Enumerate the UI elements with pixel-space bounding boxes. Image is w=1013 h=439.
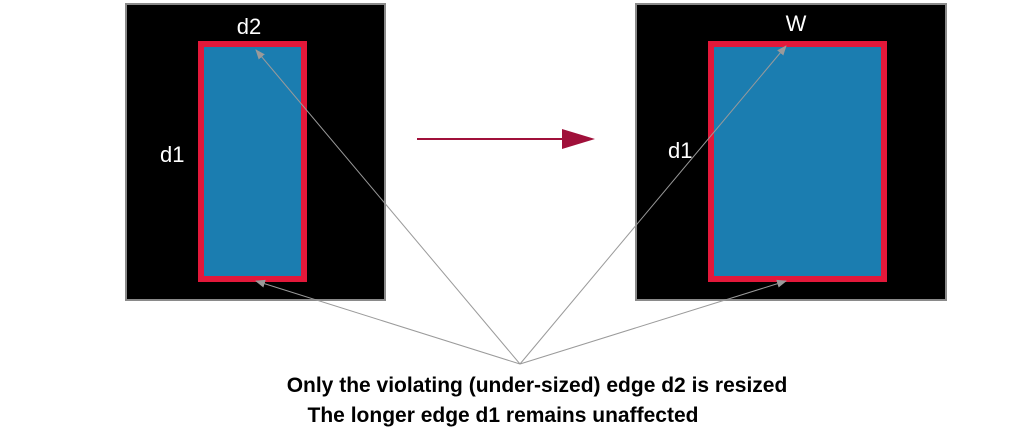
caption-line-1: Only the violating (under-sized) edge d2…: [287, 374, 788, 397]
right-top-label: W: [786, 11, 807, 36]
pointer-right-top-edge: [519, 45, 787, 365]
left-top-label: d2: [237, 14, 261, 39]
left-side-label: d1: [160, 142, 184, 167]
right-side-label: d1: [668, 138, 692, 163]
left-shape-rectangle: [198, 41, 307, 282]
left-panel: d2 d1: [125, 3, 386, 301]
right-panel: W d1: [635, 3, 947, 301]
pointer-lines: [255, 45, 787, 365]
transform-arrow: [417, 129, 595, 149]
pointer-left-top-edge: [255, 49, 521, 365]
right-shape-rectangle: [708, 41, 887, 282]
pointer-left-bottom-edge: [255, 279, 521, 365]
transform-arrow-head: [562, 129, 595, 149]
pointer-right-bottom-edge: [519, 279, 787, 365]
caption-line-2: The longer edge d1 remains unaffected: [308, 404, 699, 427]
